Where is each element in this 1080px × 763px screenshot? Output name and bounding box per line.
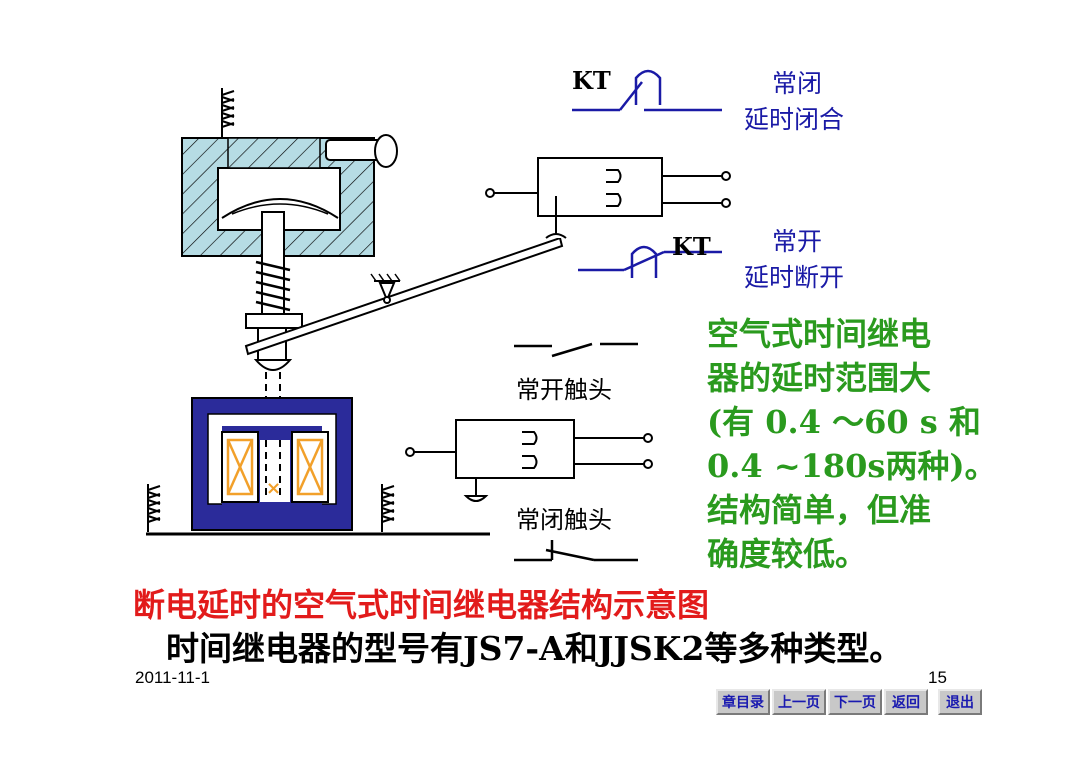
kt-nc-symbol [572, 69, 722, 112]
slide-page-number: 15 [928, 668, 947, 687]
top-spring [221, 88, 235, 140]
kt-top-label: KT [572, 66, 611, 95]
delay-range-description: 空气式时间继电 器的延时范围大 (有 0.4 ～60 s 和 0.4 ~180s… [707, 312, 997, 576]
svg-text:×: × [266, 478, 281, 499]
electromagnet: × [146, 397, 490, 536]
bottom-contact-block [405, 419, 653, 502]
description-line: (有 0.4 ～60 s 和 [707, 403, 981, 441]
description-line: 确度较低。 [707, 535, 868, 573]
nc-contact-symbol [514, 540, 638, 562]
figure-caption: 断电延时的空气式时间继电器结构示意图 [133, 586, 710, 624]
lever [244, 196, 567, 356]
no-label-line2: 延时断开 [744, 263, 845, 292]
nav-spacer [930, 689, 936, 715]
kt-no-symbol [578, 245, 722, 278]
back-button[interactable]: 返回 [884, 689, 928, 715]
description-line: 0.4 ~180s两种)。 [707, 447, 997, 485]
top-contact-block [485, 157, 731, 217]
model-subtitle: 时间继电器的型号有JS7-A和JJSK2等多种类型。 [166, 629, 903, 668]
air-chamber [181, 88, 398, 470]
next-page-button[interactable]: 下一页 [828, 689, 882, 715]
slide-navigation: 章目录 上一页 下一页 返回 退出 [716, 689, 982, 715]
description-line: 器的延时范围大 [707, 359, 932, 397]
nc-label-line2: 延时闭合 [744, 105, 845, 134]
nc-contact-label: 常闭触头 [516, 506, 612, 534]
no-contact-symbol [514, 342, 638, 358]
exit-button[interactable]: 退出 [938, 689, 982, 715]
description-line: 结构简单，但准 [707, 491, 932, 529]
nc-label-line1: 常闭 [772, 69, 823, 98]
no-label-line1: 常开 [772, 227, 823, 256]
kt-mid-label: KT [672, 232, 711, 261]
slide-date: 2011-11-1 [135, 668, 210, 687]
toc-button[interactable]: 章目录 [716, 689, 770, 715]
description-line: 空气式时间继电 [707, 315, 932, 353]
prev-page-button[interactable]: 上一页 [772, 689, 826, 715]
no-contact-label: 常开触头 [516, 376, 612, 404]
